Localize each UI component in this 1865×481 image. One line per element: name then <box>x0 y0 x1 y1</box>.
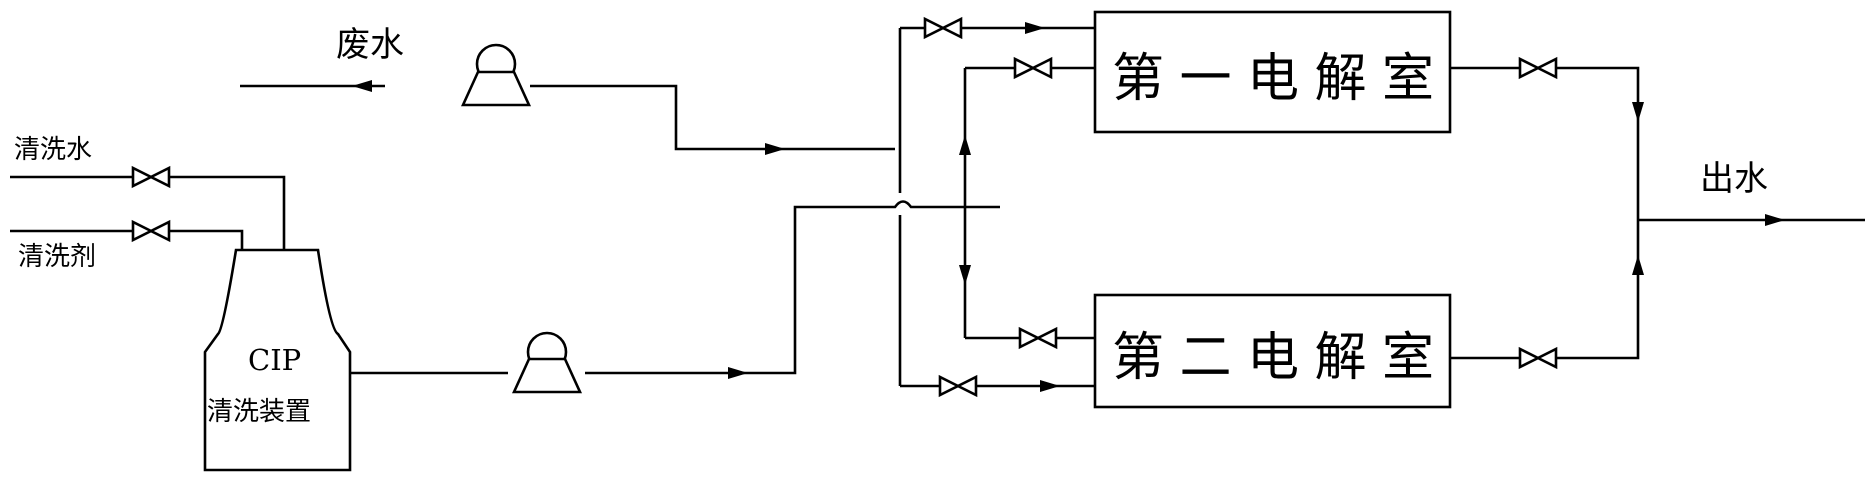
valve-feed-cell2 <box>938 374 978 398</box>
cip-outlet-line <box>350 200 1000 375</box>
wastewater-line <box>240 84 895 151</box>
flow-arrow-outlet-up <box>1632 255 1644 275</box>
outlet-label: 出水 <box>1700 159 1768 199</box>
flow-arrow-wastewater-2 <box>765 143 785 155</box>
pump-cip <box>511 331 583 394</box>
valve-cleaning-agent <box>131 219 171 243</box>
valve-outlet-cell1 <box>1518 56 1558 80</box>
pump-wastewater <box>460 43 532 107</box>
cleaning-water-label: 清洗水 <box>14 135 92 165</box>
valve-outlet-cell2 <box>1518 346 1558 370</box>
second-electrolysis-cell-label: 第二电解室 <box>1112 328 1434 388</box>
first-electrolysis-cell-label: 第一电解室 <box>1112 49 1434 109</box>
cip-cleaning-device <box>203 248 352 472</box>
cip-device-label: 清洗装置 <box>207 397 311 427</box>
flow-arrow-recirc-up <box>959 135 971 155</box>
cleaning-agent-label: 清洗剂 <box>18 242 96 272</box>
valve-cleaning-water <box>131 165 171 189</box>
recirculation-manifold <box>963 66 1095 340</box>
wastewater-label: 废水 <box>336 25 404 65</box>
flow-arrow-effluent <box>1765 214 1785 226</box>
flow-arrow-outlet-down <box>1632 102 1644 122</box>
valve-recirc-cell1 <box>1013 56 1053 80</box>
flow-arrow-recirc-down <box>959 265 971 285</box>
cell2-outlet-line <box>1450 220 1640 360</box>
valve-recirc-cell2 <box>1018 326 1058 350</box>
flow-arrow-wastewater <box>352 80 372 92</box>
valve-feed-cell1 <box>923 16 963 40</box>
flow-arrow-feed-cell2 <box>1040 380 1060 392</box>
second-electrolysis-cell <box>1093 293 1452 409</box>
cell1-outlet-line <box>1450 66 1640 220</box>
flow-arrow-cip-out <box>728 367 748 379</box>
cip-label: CIP <box>248 343 301 377</box>
flow-arrow-feed-cell1 <box>1025 22 1045 34</box>
first-electrolysis-cell <box>1093 10 1452 134</box>
